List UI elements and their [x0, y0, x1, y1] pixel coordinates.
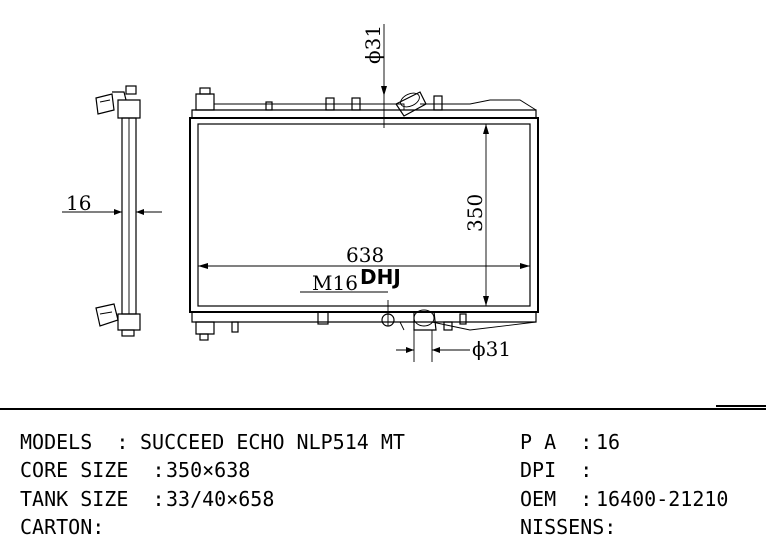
dim-height: 350	[463, 194, 487, 232]
divider-tick	[716, 405, 766, 407]
dim-drain: M16	[312, 271, 358, 295]
brand-label: DHJ	[360, 265, 401, 289]
models-label: MODELS :	[20, 430, 129, 454]
divider-line	[0, 408, 766, 410]
dim-pipe-bottom: ϕ31	[472, 337, 511, 361]
front-view	[189, 24, 539, 362]
dim-pipe-top: ϕ31	[361, 25, 385, 64]
oem-label: OEM :	[520, 487, 593, 511]
tank-size-value: 33/40×658	[166, 487, 275, 511]
models-value: SUCCEED ECHO NLP514 MT	[140, 430, 405, 454]
pa-value: 16	[596, 430, 621, 454]
dpi-label: DPI :	[520, 458, 593, 482]
core-size-value: 350×638	[166, 458, 251, 482]
radiator-technical-drawing: 16	[62, 24, 539, 362]
core-size-label: CORE SIZE :	[20, 458, 165, 482]
pa-label: P A :	[520, 430, 593, 454]
side-view	[62, 85, 162, 337]
dim-width: 638	[346, 243, 384, 267]
carton-label: CARTON:	[20, 515, 105, 539]
dim-thickness: 16	[66, 191, 91, 215]
nissens-label: NISSENS:	[520, 515, 617, 539]
tank-size-label: TANK SIZE :	[20, 487, 165, 511]
oem-value: 16400-21210	[596, 487, 729, 511]
